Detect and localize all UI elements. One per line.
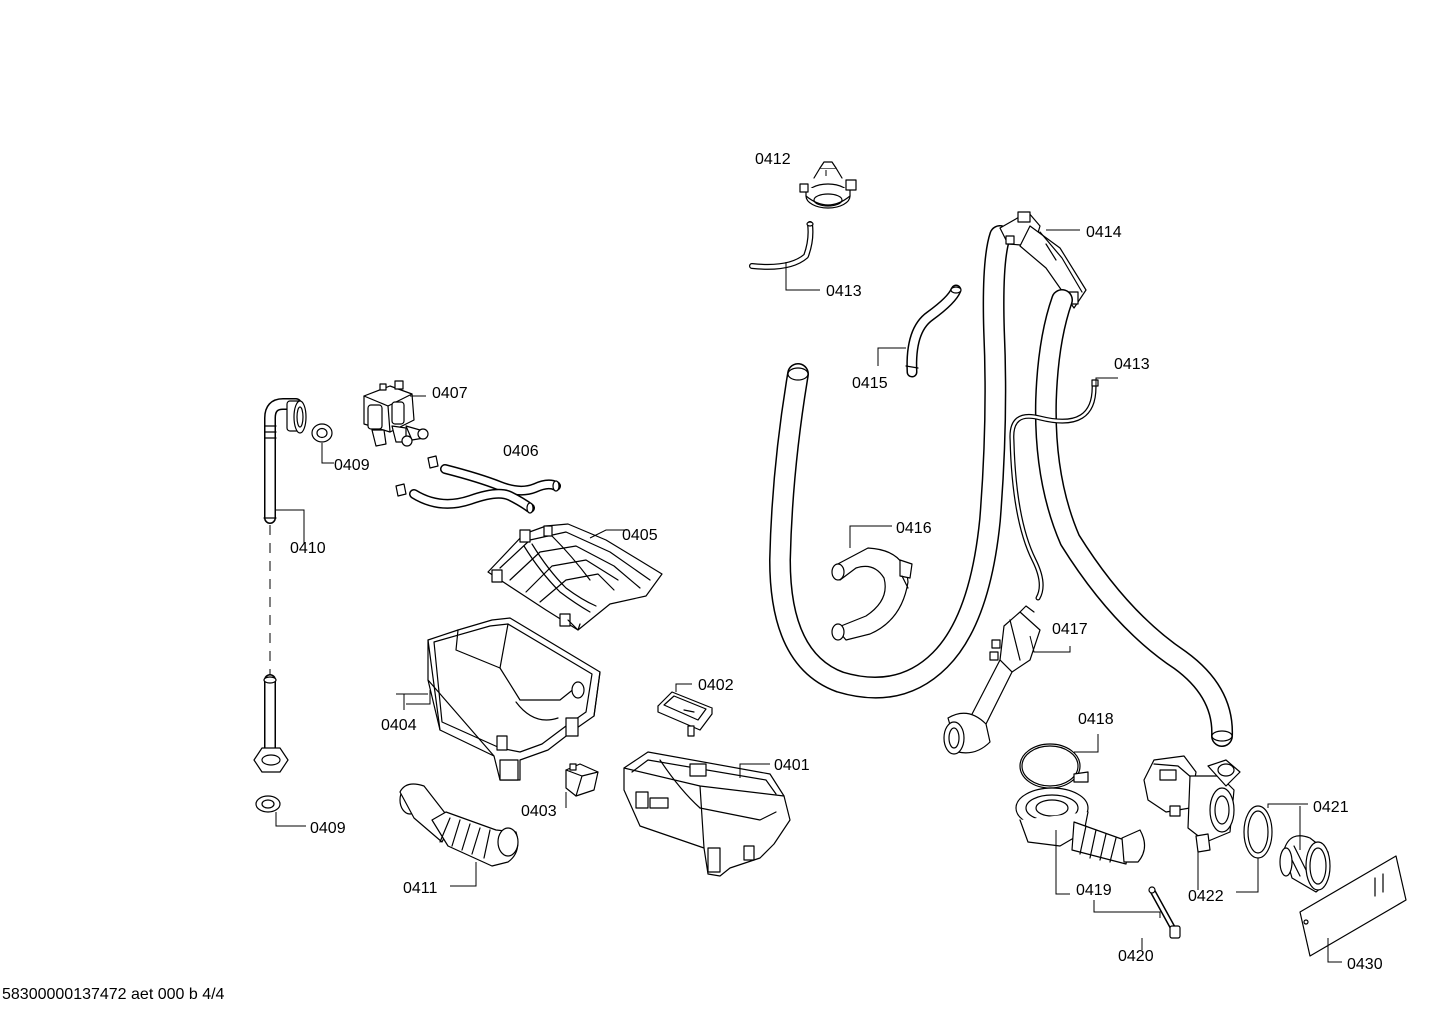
label-0403: 0403	[521, 803, 557, 820]
part-labels: 0401 0402 0403 0404 0405 0406 0407 0409 …	[290, 151, 1383, 973]
label-0401: 0401	[774, 757, 810, 774]
part-0413-tube-top	[749, 221, 814, 270]
part-0410-upper-pipe	[263, 398, 307, 524]
part-0430-plate	[1299, 855, 1407, 957]
part-0409-washer-bottom	[255, 795, 281, 813]
label-0417: 0417	[1052, 621, 1088, 638]
part-0419-sump	[1015, 787, 1146, 865]
label-0422: 0422	[1188, 888, 1224, 905]
label-0405: 0405	[622, 527, 658, 544]
part-0407-inlet-valve	[363, 380, 429, 447]
label-0420: 0420	[1118, 948, 1154, 965]
part-0413-tube-right	[1009, 379, 1099, 601]
part-0420-rod	[1148, 886, 1181, 939]
part-0404-dispenser-housing	[427, 617, 601, 781]
label-0418: 0418	[1078, 711, 1114, 728]
label-0416: 0416	[896, 520, 932, 537]
part-0411-bellows	[399, 783, 519, 867]
label-0413-top: 0413	[826, 283, 862, 300]
part-0403-clip	[565, 763, 599, 797]
part-0416-hose-holder	[831, 547, 913, 641]
part-0418-clamp	[1019, 743, 1089, 789]
label-0415: 0415	[852, 375, 888, 392]
label-0430: 0430	[1347, 956, 1383, 973]
part-0405-dispenser-lid	[487, 523, 663, 631]
part-0406-hoses	[395, 455, 561, 514]
label-0421: 0421	[1313, 799, 1349, 816]
part-0401-dispenser-drawer	[623, 751, 791, 877]
label-0406: 0406	[503, 443, 539, 460]
label-0402: 0402	[698, 677, 734, 694]
label-0404: 0404	[381, 717, 417, 734]
part-0422-drain-pump	[1143, 755, 1241, 853]
part-0409-washer-top	[311, 423, 333, 443]
part-0415-hose	[905, 284, 962, 378]
part-0417-sump-hose	[943, 605, 1041, 755]
label-0414: 0414	[1086, 224, 1122, 241]
part-0402-cover	[657, 691, 713, 737]
document-id: 58300000137472 aet 000 b 4/4	[2, 986, 225, 1003]
part-0414-drain-hose	[769, 211, 1234, 747]
label-0412: 0412	[755, 151, 791, 168]
label-0419: 0419	[1076, 882, 1112, 899]
part-0421-filter	[1243, 805, 1331, 893]
part-0410-lower-pipe	[253, 674, 289, 773]
label-0407: 0407	[432, 385, 468, 402]
leader-lines	[275, 170, 1342, 963]
label-0411: 0411	[403, 880, 438, 897]
label-0409-bottom: 0409	[310, 820, 346, 837]
label-0410: 0410	[290, 540, 326, 557]
label-0413-right: 0413	[1114, 356, 1150, 373]
label-0409-top: 0409	[334, 457, 370, 474]
part-0412-pressure-switch	[799, 161, 857, 209]
